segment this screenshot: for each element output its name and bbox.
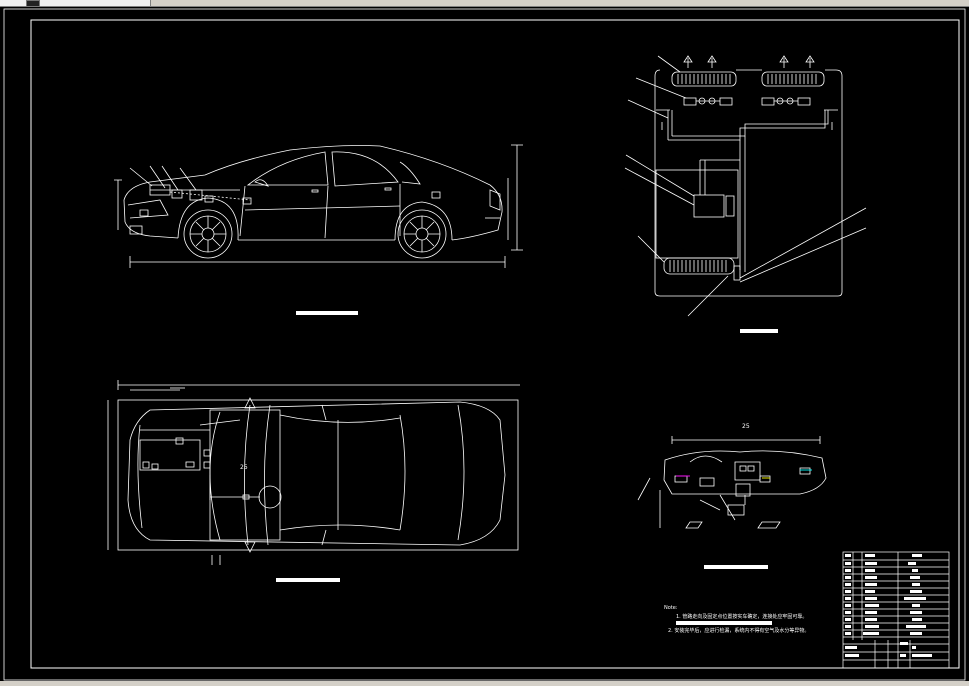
status-bar [0, 681, 969, 686]
car-top-view [107, 380, 520, 565]
notes-heading: Note: [664, 605, 678, 611]
top-view-title-bar [276, 578, 340, 582]
ac-system-schematic [624, 55, 867, 317]
note-highlight-bar [676, 621, 772, 625]
notes-line-2: 2. 安装完毕后，应进行检漏，系统内不得有空气及水分等异物。 [668, 628, 810, 634]
notes-line-1: 1. 管路走向及固定点位置按实车确定，连接处应牢固可靠。 [676, 614, 808, 620]
drawing-frame [3, 8, 966, 681]
dashboard-accents [676, 469, 812, 479]
top-view-label: 25 [240, 464, 248, 471]
side-view-components [129, 165, 441, 205]
dashboard-view [637, 436, 827, 529]
schematic-title-bar [740, 329, 778, 333]
side-view-title-bar [296, 311, 358, 315]
dashboard-title-bar [704, 565, 768, 569]
title-block [842, 551, 950, 669]
document-icon [26, 0, 40, 7]
document-tab[interactable] [0, 0, 151, 7]
title-block-fills [845, 554, 932, 657]
car-side-view [114, 144, 523, 268]
dashboard-label: 25 [742, 423, 750, 430]
title-bar [0, 0, 969, 7]
